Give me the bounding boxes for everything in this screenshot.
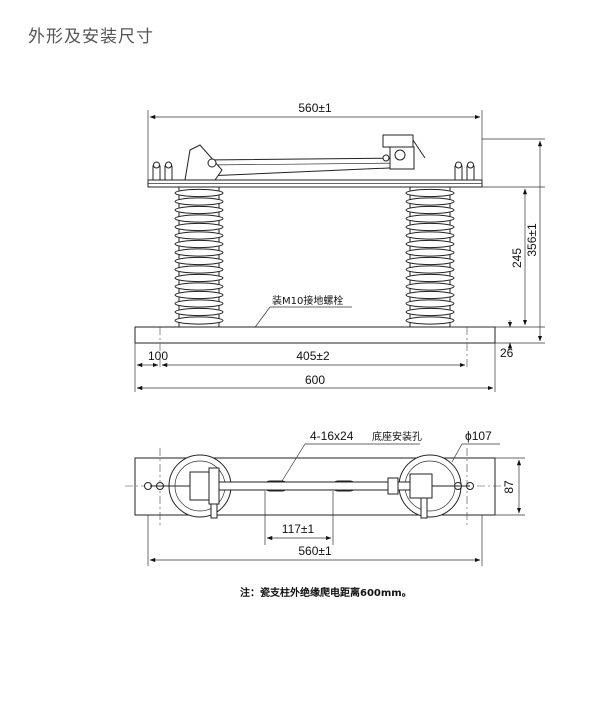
insulator-shed	[405, 290, 455, 300]
holes-callout: 4-16x24 底座安装孔	[281, 429, 422, 482]
insulator-shed	[174, 307, 224, 317]
insulator-right	[405, 186, 455, 328]
footer-note: 注：瓷支柱外绝缘爬电距离600mm。	[240, 586, 412, 599]
dim-label-87: 87	[502, 480, 516, 494]
insulator-left	[174, 186, 224, 328]
insulator-shed	[174, 290, 224, 300]
insulator-shed	[174, 214, 224, 223]
insulator-shed	[405, 282, 455, 291]
insulator-shed	[174, 265, 224, 274]
ground-bolt-callout: 装M10接地螺栓	[244, 294, 352, 340]
dim-label-356: 356±1	[525, 223, 539, 257]
insulator-shed	[405, 205, 455, 215]
insulator-shed	[174, 197, 224, 206]
insulator-shed	[405, 231, 455, 240]
insulator-shed	[174, 316, 224, 325]
dim-label-560: 560±1	[298, 101, 332, 115]
dim-bottom: 100 405±2 600	[136, 349, 494, 391]
dim-label-117: 117±1	[282, 522, 315, 536]
insulator-shed	[405, 273, 455, 283]
holes-desc: 底座安装孔	[372, 430, 422, 443]
diameter-label: ϕ107	[465, 429, 492, 443]
insulator-shed	[174, 273, 224, 283]
insulator-shed	[405, 265, 455, 274]
insulator-shed	[174, 239, 224, 249]
insulator-shed	[405, 248, 455, 257]
dim-label-26: 26	[500, 346, 514, 360]
ground-bolt-label: 装M10接地螺栓	[272, 294, 343, 307]
dim-label-100: 100	[148, 349, 168, 363]
dim-560-bottom: 560±1	[147, 515, 483, 566]
diameter-callout: ϕ107	[451, 429, 500, 463]
dim-heights: 245 356±1 26	[450, 138, 545, 360]
base	[134, 326, 496, 392]
insulator-shed	[174, 231, 224, 240]
insulator-shed	[174, 256, 224, 266]
insulator-shed	[174, 248, 224, 257]
top-frame	[147, 134, 483, 188]
insulator-shed	[405, 307, 455, 317]
dim-label-560-bottom: 560±1	[298, 544, 332, 558]
insulator-shed	[174, 282, 224, 291]
dim-width-top: 560±1	[147, 101, 483, 180]
dim-117: 117±1	[264, 491, 334, 545]
insulator-shed	[405, 316, 455, 325]
insulator-shed	[405, 299, 455, 308]
insulator-shed	[174, 299, 224, 308]
top-view: 4-16x24 底座安装孔 ϕ107 87 117±1	[125, 429, 525, 566]
insulator-shed	[405, 188, 455, 198]
insulator-shed	[174, 222, 224, 232]
insulator-shed	[405, 222, 455, 232]
insulator-shed	[405, 214, 455, 223]
insulator-shed	[174, 205, 224, 215]
insulator-shed	[405, 197, 455, 206]
dim-label-600: 600	[305, 373, 325, 387]
dim-87: 87	[495, 457, 525, 516]
front-view: 560±1	[134, 101, 545, 392]
dim-label-405: 405±2	[296, 349, 330, 363]
dim-label-245: 245	[510, 248, 524, 268]
insulator-shed	[174, 188, 224, 198]
insulator-shed	[405, 239, 455, 249]
holes-label: 4-16x24	[310, 429, 354, 443]
page-title: 外形及安装尺寸	[28, 27, 154, 47]
insulator-shed	[405, 256, 455, 266]
